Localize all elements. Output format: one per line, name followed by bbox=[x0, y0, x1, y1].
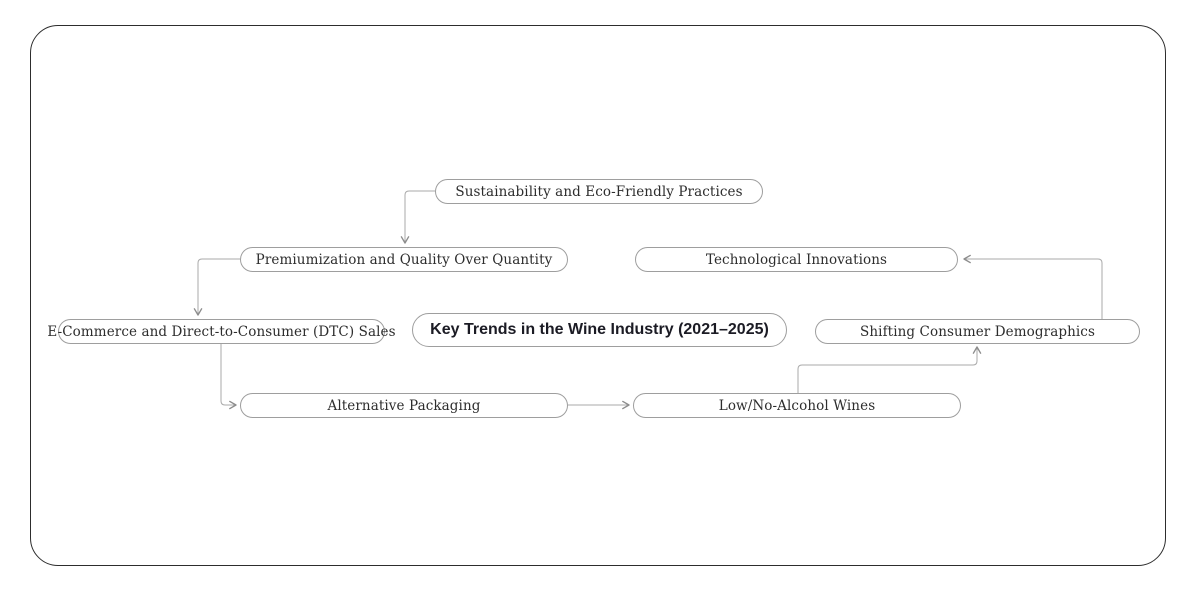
node-premiumization-label: Premiumization and Quality Over Quantity bbox=[255, 251, 553, 268]
node-technological-innovations: Technological Innovations bbox=[635, 247, 958, 272]
diagram-canvas-frame bbox=[30, 25, 1166, 566]
node-central-title: Key Trends in the Wine Industry (2021–20… bbox=[412, 313, 787, 347]
node-premiumization: Premiumization and Quality Over Quantity bbox=[240, 247, 568, 272]
node-low-no-alcohol-wines-label: Low/No-Alcohol Wines bbox=[718, 397, 876, 414]
node-alternative-packaging-label: Alternative Packaging bbox=[327, 397, 481, 414]
diagram-title: Key Trends in the Wine Industry (2021–20… bbox=[430, 321, 769, 338]
node-ecommerce-dtc-sales: E-Commerce and Direct-to-Consumer (DTC) … bbox=[47, 319, 396, 344]
node-low-no-alcohol-wines: Low/No-Alcohol Wines bbox=[633, 393, 961, 418]
node-ecommerce-dtc-sales-label: E-Commerce and Direct-to-Consumer (DTC) … bbox=[47, 323, 396, 340]
node-sustainability-label: Sustainability and Eco-Friendly Practice… bbox=[455, 183, 743, 200]
node-shifting-consumer-demographics-label: Shifting Consumer Demographics bbox=[860, 323, 1095, 340]
node-shifting-consumer-demographics: Shifting Consumer Demographics bbox=[815, 319, 1140, 344]
node-alternative-packaging: Alternative Packaging bbox=[240, 393, 568, 418]
node-sustainability: Sustainability and Eco-Friendly Practice… bbox=[435, 179, 763, 204]
node-technological-innovations-label: Technological Innovations bbox=[705, 251, 888, 268]
